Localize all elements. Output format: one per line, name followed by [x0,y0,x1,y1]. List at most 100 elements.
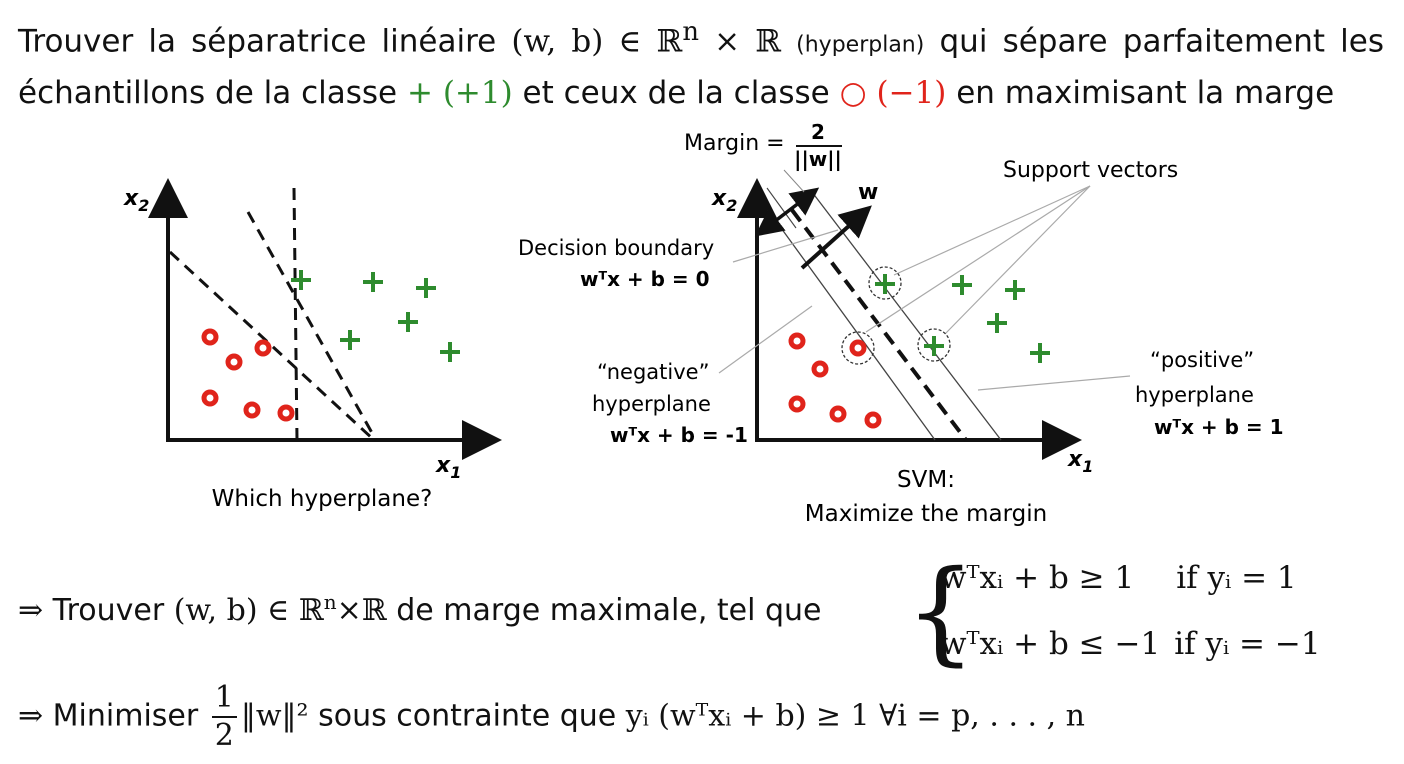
intro-times-r: × ℝ [698,23,797,60]
decision-boundary-pointer [732,229,839,263]
intro-pair: (w, b) ∈ ℝ [511,23,683,60]
positive-point [291,270,311,290]
negative-point [243,401,261,419]
candidate-hyperplane-1 [292,187,299,441]
negative-point [829,405,847,423]
support-vector-rings [841,266,951,365]
left-x-axis-label: x1 [435,453,461,482]
intro-text-1: Trouver la séparatrice linéaire [18,23,512,60]
positive-hyperplane [811,191,1002,441]
left-positive-points [291,270,460,362]
positive-point [987,313,1007,333]
circle-class-symbol: ○ [839,75,867,112]
line2-text-1: Minimiser [43,698,208,734]
positive-point [1030,343,1050,363]
positive-point [363,272,383,292]
left-negative-points [201,328,295,422]
right-caption-1: SVM: [897,467,955,493]
positive-label-2: hyperplane [1135,383,1254,407]
margin-label: Margin = [684,131,785,156]
positive-point [340,330,360,350]
support-vector-ring [868,266,902,300]
fraction-numerator: 1 [211,680,237,718]
positive-point [875,274,895,294]
w-vector-label: w [858,180,878,205]
positive-hyperplane-equation: wᵀx + b = 1 [1154,415,1284,439]
plus-class-label: (+1) [442,75,513,112]
negative-point [864,411,882,429]
margin-fraction-num: 2 [811,120,825,144]
intro-text-4: en maximisant la marge [946,75,1335,112]
positive-point [924,336,944,356]
intro-pair-sup: n [682,17,699,47]
left-caption: Which hyperplane? [212,486,433,512]
negative-point [849,339,867,357]
right-positive-points [875,274,1050,363]
case-1-expression: wᵀxᵢ + b ≥ 1 [940,560,1135,596]
case-2: wᵀxᵢ + b ≤ −1 if yᵢ = −1 [940,626,1321,662]
case-1: wᵀxᵢ + b ≥ 1 if yᵢ = 1 [940,560,1297,596]
line1-pair: (w, b) ∈ ℝ [173,593,324,628]
negative-point [788,332,806,350]
negative-label-1: “negative” [597,360,709,384]
positive-label-1: “positive” [1150,348,1254,372]
right-plot: x2 x1 w Margin = 2 ||w|| Support vectors… [518,120,1284,527]
negative-hyperplane-equation: wᵀx + b = -1 [610,423,748,447]
right-negative-points [788,332,882,429]
decision-boundary-label: Decision boundary [518,236,714,260]
implies-arrow: ⇒ [18,593,44,628]
margin-fraction-den: ||w|| [794,147,842,171]
margin-arrow [754,187,820,237]
fraction-denominator: 2 [214,718,234,753]
intro-paragraph: Trouver la séparatrice linéaire (w, b) ∈… [18,8,1384,117]
w-vector-arrow [800,205,872,270]
support-vector-ring [841,331,875,365]
left-y-axis-label: x2 [123,186,149,215]
negative-point [201,389,219,407]
left-plot: x2 x1 Which hyperplane? [123,178,502,512]
implies-arrow: ⇒ [18,698,44,734]
candidate-hyperplane-2 [246,211,378,441]
decision-boundary-line [790,208,968,442]
negative-point [277,404,295,422]
norm-squared: ‖w‖² [240,698,309,734]
line2-text-2: sous contrainte que [308,698,626,734]
intro-text-3: et ceux de la classe [512,75,840,112]
line1-text-2: de marge maximale, tel que [386,593,822,628]
circle-class-label: (−1) [876,75,947,112]
negative-hyperplane-pointer [718,305,813,374]
case-2-condition: if yᵢ = −1 [1174,626,1321,662]
positive-point [952,275,972,295]
objective-line-1: ⇒ Trouver (w, b) ∈ ℝn×ℝ de marge maximal… [18,590,822,628]
support-vector-ring [917,328,951,362]
candidate-hyperplane-3 [168,250,376,442]
positive-hyperplane-pointer [977,375,1131,391]
right-caption-2: Maximize the margin [805,501,1047,527]
positive-point [398,312,418,332]
line1-times-r: ×ℝ [336,593,387,628]
support-vector-pointers [865,185,1091,335]
plus-class-symbol: + [406,75,433,112]
line1-text-1: Trouver [43,593,174,628]
negative-hyperplane [767,209,936,441]
positive-point [416,278,436,298]
intro-hyperplan: (hyperplan) [796,32,925,58]
support-vectors-label: Support vectors [1003,158,1178,183]
line1-sup: n [323,590,337,614]
negative-point [201,328,219,346]
right-y-axis-label: x2 [711,186,737,215]
case-1-condition: if yᵢ = 1 [1176,560,1297,596]
decision-boundary-equation: wᵀx + b = 0 [580,267,710,291]
negative-point [811,360,829,378]
right-x-axis-label: x1 [1067,447,1093,476]
margin-pointer [783,169,805,193]
cases-brace: { [905,547,977,677]
case-2-expression: wᵀxᵢ + b ≤ −1 [940,626,1161,662]
negative-point [254,339,272,357]
negative-point [225,353,243,371]
intro-text-2: qui sépare parfaitement les échantillons… [18,23,1384,112]
positive-point [440,342,460,362]
